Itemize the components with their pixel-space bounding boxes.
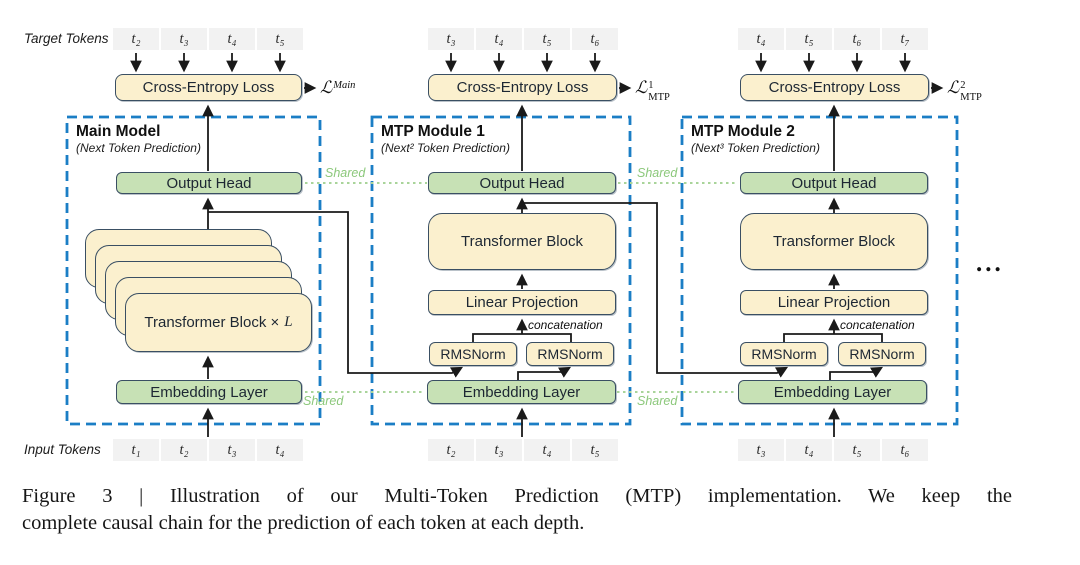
branch-main-to-mtp1 <box>208 211 464 378</box>
mtp1-embedding-box: Embedding Layer <box>427 380 616 404</box>
shared-label-output-2: Shared <box>637 166 678 180</box>
mtp2-input-token-1: t₃ <box>738 439 784 461</box>
mtp1-title: MTP Module 1 <box>381 123 485 140</box>
more-modules-ellipsis: ... <box>976 250 1004 277</box>
main-model-title: Main Model <box>76 123 161 140</box>
mtp1-target-token-3: t₅ <box>524 28 570 50</box>
shared-label-output-1: Shared <box>325 166 366 180</box>
loss-sub: MTP <box>648 92 670 104</box>
mtp1-output-head-box: Output Head <box>428 172 616 194</box>
main-target-token-2: t₃ <box>161 28 207 50</box>
main-input-token-1: t₁ <box>113 439 159 461</box>
loss-base: ℒ <box>635 78 648 97</box>
loss-base: ℒ <box>947 78 960 97</box>
input-tokens-label: Input Tokens <box>24 442 101 457</box>
mtp1-concatenation-label: concatenation <box>528 318 603 332</box>
caption-line-2: complete causal chain for the prediction… <box>22 512 585 534</box>
mtp2-rmsnorm-left-box: RMSNorm <box>740 342 828 366</box>
mtp1-input-token-4: t₅ <box>572 439 618 461</box>
mtp2-target-token-3: t₆ <box>834 28 880 50</box>
main-model-subtitle: (Next Token Prediction) <box>76 141 201 155</box>
shared-links <box>305 182 738 393</box>
mtp2-input-token-4: t₆ <box>882 439 928 461</box>
mtp1-linear-projection-box: Linear Projection <box>428 290 616 315</box>
loss-sup: 2 <box>960 80 966 91</box>
mtp2-subtitle: (Next³ Token Prediction) <box>691 141 820 155</box>
mtp1-border <box>370 115 632 426</box>
mtp2-concatenation-label: concatenation <box>840 318 915 332</box>
mtp2-output-head-box: Output Head <box>740 172 928 194</box>
target-tokens-label: Target Tokens <box>24 31 109 46</box>
mtp1-rmsnorm-right-box: RMSNorm <box>526 342 614 366</box>
mtp2-cross-entropy-box: Cross-Entropy Loss <box>740 74 929 101</box>
main-input-token-2: t₂ <box>161 439 207 461</box>
main-loss-label: ℒ Main <box>320 78 355 98</box>
shared-label-embedding-2: Shared <box>637 394 678 408</box>
transformer-stack-label: Transformer Block × <box>144 314 280 331</box>
mtp2-title: MTP Module 2 <box>691 123 795 140</box>
loss-sup: 1 <box>648 80 654 91</box>
mtp2-input-token-2: t₄ <box>786 439 832 461</box>
main-output-head-box: Output Head <box>116 172 302 194</box>
mtp2-linear-projection-box: Linear Projection <box>740 290 928 315</box>
transformer-stack-front: Transformer Block × L <box>125 293 312 352</box>
figure-caption: Figure 3 | Illustration of our Multi-Tok… <box>22 483 1012 537</box>
mtp1-rmsnorm-left-box: RMSNorm <box>429 342 517 366</box>
mtp2-transformer-box: Transformer Block <box>740 213 928 270</box>
mtp1-input-token-2: t₃ <box>476 439 522 461</box>
arrows <box>130 53 944 437</box>
mtp1-target-token-1: t₃ <box>428 28 474 50</box>
shared-label-embedding-1: Shared <box>303 394 344 408</box>
branch-mtp1-to-mtp2 <box>522 202 789 378</box>
main-model-border <box>65 115 322 426</box>
mtp1-input-token-1: t₂ <box>428 439 474 461</box>
mtp1-cross-entropy-box: Cross-Entropy Loss <box>428 74 617 101</box>
main-target-token-4: t₅ <box>257 28 303 50</box>
main-input-token-4: t₄ <box>257 439 303 461</box>
mtp2-target-token-4: t₇ <box>882 28 928 50</box>
main-target-token-3: t₄ <box>209 28 255 50</box>
mtp1-transformer-box: Transformer Block <box>428 213 616 270</box>
mtp1-loss-label: ℒ 1 MTP <box>635 78 670 104</box>
mtp1-target-token-2: t₄ <box>476 28 522 50</box>
mtp1-target-token-4: t₆ <box>572 28 618 50</box>
main-input-token-3: t₃ <box>209 439 255 461</box>
mtp2-target-token-2: t₅ <box>786 28 832 50</box>
caption-line-1: Figure 3 | Illustration of our Multi-Tok… <box>22 485 1012 507</box>
mtp1-subtitle: (Next² Token Prediction) <box>381 141 510 155</box>
mtp1-input-token-3: t₄ <box>524 439 570 461</box>
loss-base: ℒ <box>320 78 333 97</box>
mtp2-loss-label: ℒ 2 MTP <box>947 78 982 104</box>
mtp2-rmsnorm-right-box: RMSNorm <box>838 342 926 366</box>
mtp2-target-token-1: t₄ <box>738 28 784 50</box>
loss-sub: Main <box>333 80 356 91</box>
main-embedding-box: Embedding Layer <box>116 380 302 404</box>
module-borders <box>65 115 959 426</box>
transformer-stack-var: L <box>284 314 293 330</box>
mtp2-border <box>680 115 959 426</box>
main-target-token-1: t₂ <box>113 28 159 50</box>
mtp2-embedding-box: Embedding Layer <box>738 380 927 404</box>
loss-sub: MTP <box>960 92 982 104</box>
main-cross-entropy-box: Cross-Entropy Loss <box>115 74 302 101</box>
mtp2-input-token-3: t₅ <box>834 439 880 461</box>
